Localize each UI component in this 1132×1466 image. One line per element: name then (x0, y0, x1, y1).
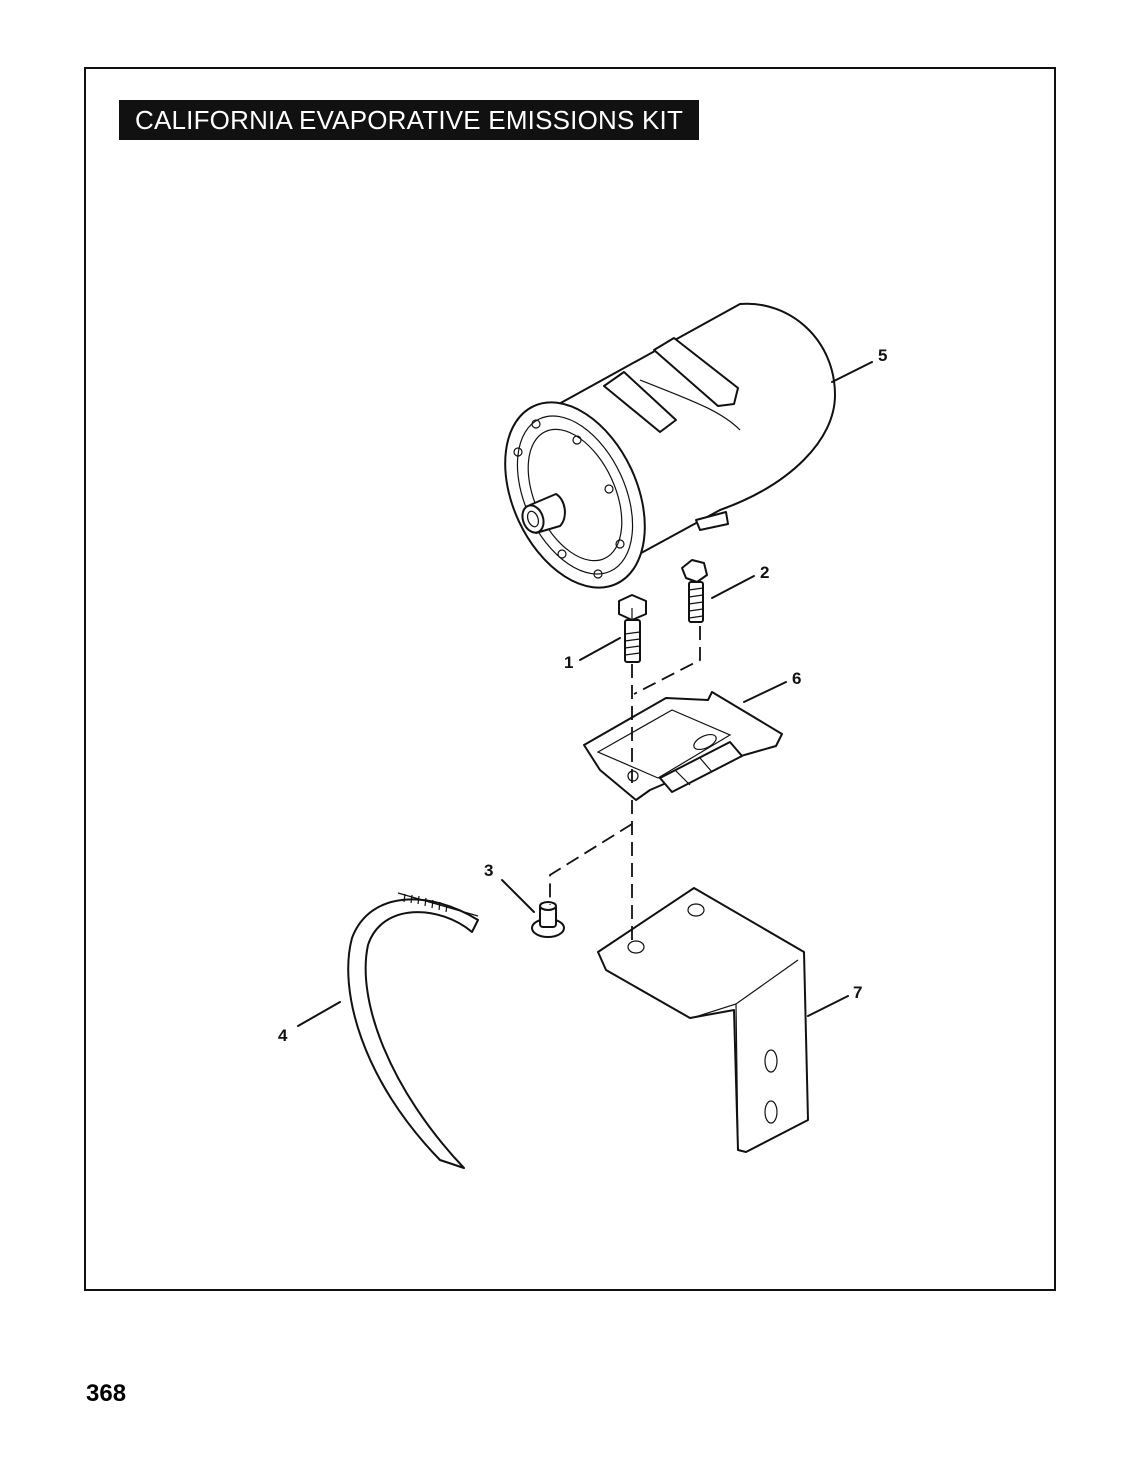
screw-part-2 (681, 559, 708, 623)
grommet-part-3 (531, 901, 565, 938)
callout-3: 3 (484, 861, 493, 880)
page-title: CALIFORNIA EVAPORATIVE EMISSIONS KIT (119, 100, 700, 140)
callout-5: 5 (878, 346, 887, 365)
canister-part (504, 302, 836, 589)
callout-2: 2 (760, 563, 769, 582)
callout-labels: 1 2 3 4 5 6 7 (278, 346, 887, 1045)
strap-part-4 (347, 892, 479, 1169)
callout-4: 4 (278, 1026, 288, 1045)
page-number: 368 (86, 1380, 127, 1407)
screw-part-1 (618, 594, 647, 663)
assembly-guide-lines (549, 626, 701, 940)
callout-1: 1 (564, 653, 573, 672)
callout-7: 7 (853, 983, 862, 1002)
mounting-bracket-part-6 (583, 691, 783, 801)
callout-6: 6 (792, 669, 801, 688)
diagram-frame (84, 67, 1056, 1291)
l-bracket-part-7 (597, 887, 809, 1153)
